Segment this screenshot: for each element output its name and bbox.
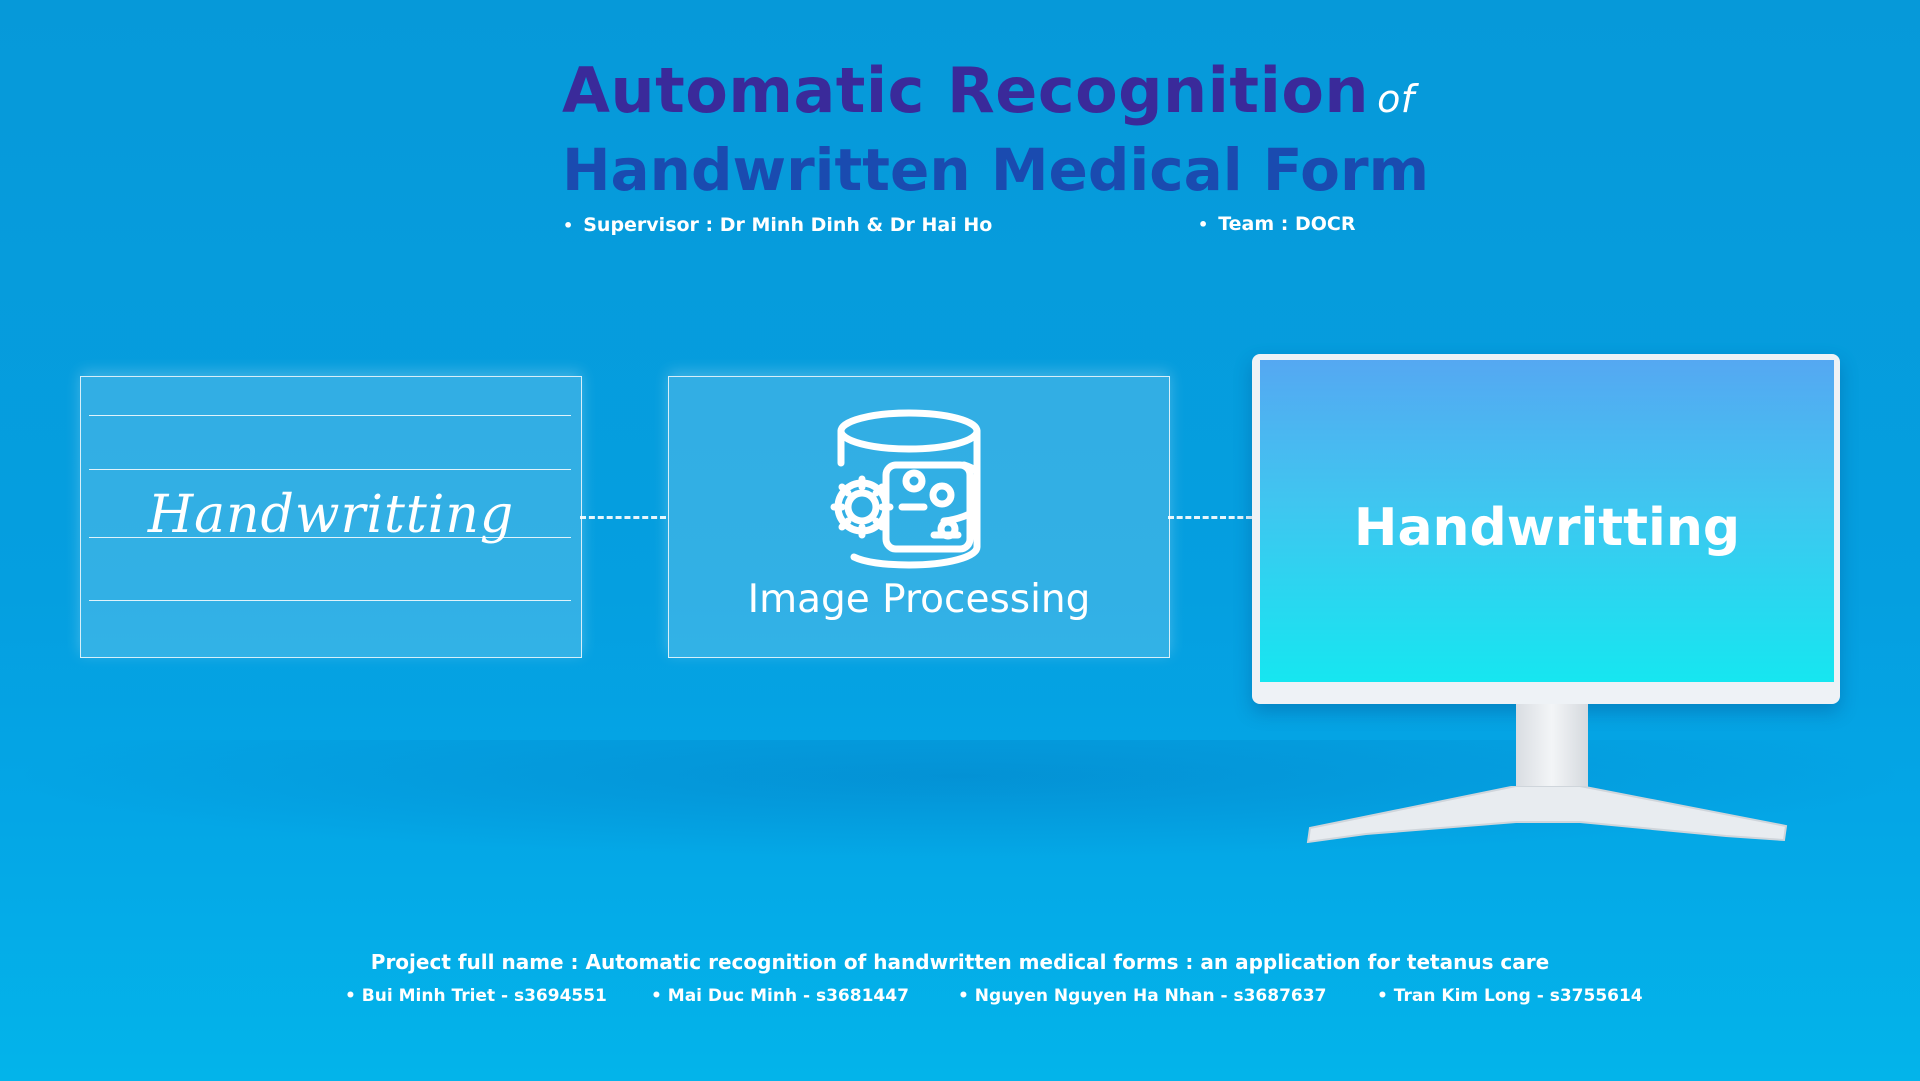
- team-text: Team : DOCR: [1218, 213, 1356, 235]
- project-full-name: Project full name : Automatic recognitio…: [370, 950, 1550, 974]
- title-of: of: [1377, 77, 1415, 121]
- monitor-stand-base: [1306, 786, 1788, 844]
- bullet: •: [1198, 215, 1209, 234]
- team-line: • Team : DOCR: [1198, 213, 1356, 235]
- connector-dashed-line: [1168, 516, 1252, 519]
- team-member: • Bui Minh Triet - s3694551: [345, 986, 607, 1006]
- title-line-2: Handwritten Medical Form: [562, 136, 1430, 204]
- supervisor-line: • Supervisor : Dr Minh Dinh & Dr Hai Ho: [563, 214, 992, 236]
- bullet: •: [563, 216, 574, 235]
- image-processing-panel: Image Processing: [668, 376, 1170, 658]
- monitor-screen: Handwritting: [1260, 360, 1834, 682]
- member-name: Tran Kim Long - s3755614: [1393, 986, 1643, 1006]
- team-member: • Nguyen Nguyen Ha Nhan - s3687637: [958, 986, 1327, 1006]
- paper-rule: [89, 537, 571, 538]
- monitor-icon: Handwritting: [1252, 354, 1840, 704]
- supervisor-text: Supervisor : Dr Minh Dinh & Dr Hai Ho: [583, 214, 993, 236]
- team-member: • Mai Duc Minh - s3681447: [651, 986, 909, 1006]
- image-processing-label: Image Processing: [747, 577, 1091, 622]
- member-name: Nguyen Nguyen Ha Nhan - s3687637: [974, 986, 1327, 1006]
- team-member: • Tran Kim Long - s3755614: [1377, 986, 1643, 1006]
- member-name: Mai Duc Minh - s3681447: [667, 986, 909, 1006]
- title-main: Automatic Recognition: [562, 54, 1370, 127]
- monitor-stand-neck: [1516, 704, 1588, 794]
- recognized-text: Handwritting: [1353, 498, 1741, 558]
- paper-rule: [89, 600, 571, 601]
- paper-rule: [89, 415, 571, 416]
- member-name: Bui Minh Triet - s3694551: [361, 986, 607, 1006]
- database-gears-icon: [830, 409, 981, 569]
- paper-rule: [89, 469, 571, 470]
- handwriting-sample: Handwritting: [147, 485, 515, 545]
- connector-dashed-line: [580, 516, 666, 519]
- handwriting-input-panel: Handwritting: [80, 376, 582, 658]
